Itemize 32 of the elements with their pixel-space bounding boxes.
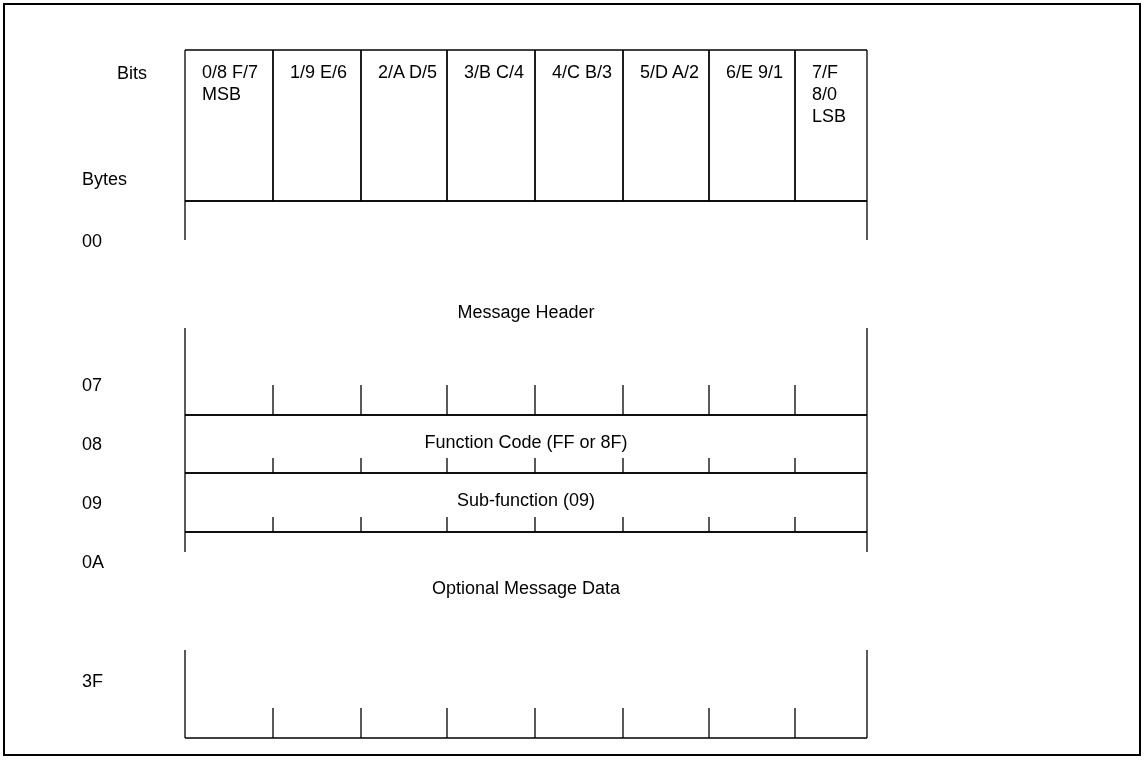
- field-name: Sub-function (09): [455, 489, 597, 511]
- byte-field: [185, 473, 867, 532]
- byte-field: [185, 415, 867, 473]
- axis-heading: Bits: [117, 62, 147, 84]
- bit-numbers: 5/D A/2: [640, 61, 701, 83]
- bit-numbers: 7/F 8/0 LSB: [812, 61, 848, 127]
- bit-header-cell: [447, 50, 535, 201]
- bit-numbers: 1/9 E/6: [290, 61, 349, 83]
- bit-numbers: 3/B C/4: [464, 61, 526, 83]
- byte-field: [185, 532, 867, 738]
- byte-offset: 07: [82, 374, 103, 396]
- byte-offset: 00: [82, 230, 103, 252]
- field-name: Function Code (FF or 8F): [423, 431, 629, 453]
- bit-numbers: 2/A D/5: [378, 61, 439, 83]
- axis-heading: Bytes: [82, 168, 128, 190]
- bit-numbers: 6/E 9/1: [726, 61, 785, 83]
- bit-header-cell: [185, 50, 273, 201]
- byte-offset: 08: [82, 433, 103, 455]
- bit-numbers: 0/8 F/7 MSB: [202, 61, 260, 105]
- byte-field: [185, 201, 867, 415]
- bit-header-cell: [535, 50, 623, 201]
- bit-header-cell: [273, 50, 361, 201]
- byte-offset: 09: [82, 492, 103, 514]
- field-name: Optional Message Data: [430, 577, 622, 599]
- bit-header-cell: [795, 50, 867, 201]
- bit-header-cell: [361, 50, 447, 201]
- byte-offset: 0A: [82, 551, 105, 573]
- field-name: Message Header: [456, 301, 596, 323]
- byte-offset: 3F: [82, 670, 103, 692]
- bit-header-cell: [623, 50, 709, 201]
- bit-header-cell: [709, 50, 795, 201]
- bit-numbers: 4/C B/3: [552, 61, 614, 83]
